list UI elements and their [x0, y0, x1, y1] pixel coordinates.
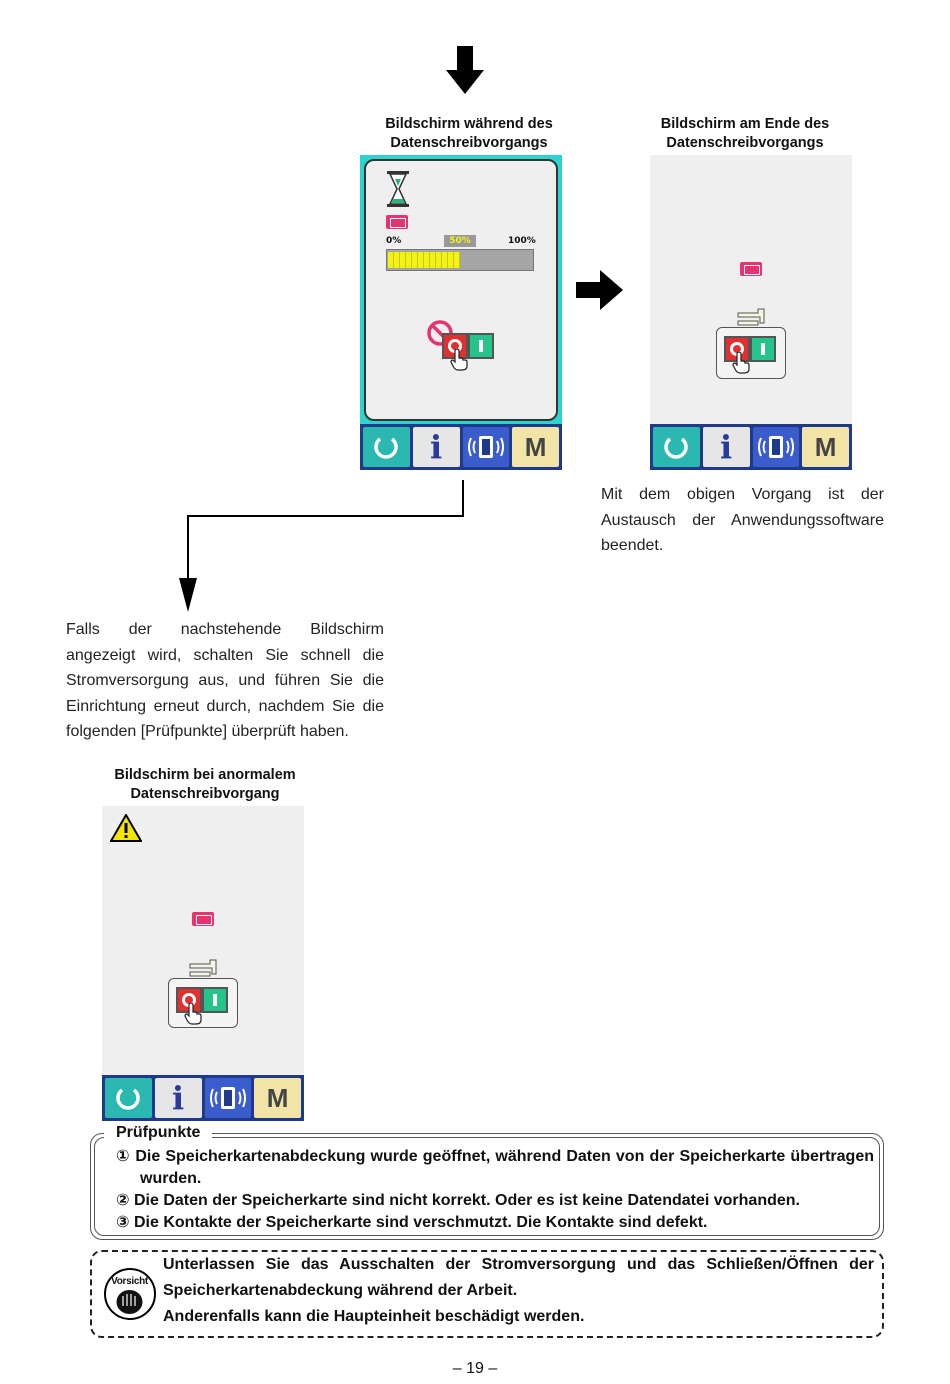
caution-text-1: Unterlassen Sie das Ausschalten der Stro… [163, 1256, 874, 1299]
caption-writing-screen: Bildschirm während des Datenschreibvorga… [385, 116, 553, 151]
checkpoint-item-2: ② Die Daten der Speicherkarte sind nicht… [116, 1192, 800, 1209]
caution-box [90, 1250, 884, 1338]
navbar: i M [360, 424, 562, 470]
reset-icon [664, 437, 689, 459]
checkpoint-item-3: ③ Die Kontakte der Speicherkarte sind ve… [116, 1214, 708, 1231]
caption-end-screen: Bildschirm am Ende des Datenschreibvorga… [660, 116, 830, 151]
end-note: Mit dem obigen Vorgang ist der Austausch… [601, 486, 884, 554]
stop-button-icon [442, 333, 468, 359]
checkpoint-item-1: ① Die Speicherkartenabdeckung wurde geöf… [116, 1148, 874, 1187]
hand-pointer-icon [450, 349, 468, 371]
caution-badge-label: Vorsicht [111, 1276, 148, 1287]
reset-icon [374, 437, 399, 459]
mode-icon: M [266, 1082, 289, 1113]
connector-arrow-icon [179, 480, 464, 612]
progress-fill [388, 252, 460, 268]
reset-button[interactable] [653, 427, 700, 467]
memory-card-icon [386, 215, 408, 229]
start-button-icon [202, 987, 228, 1013]
writing-screen: 0% 50% 100% i M [360, 155, 562, 470]
progress-bar [386, 249, 534, 271]
warning-icon [110, 814, 142, 842]
communication-button[interactable] [204, 1078, 252, 1118]
communication-icon [757, 436, 794, 458]
info-icon: i [172, 1079, 185, 1117]
end-screen: i M [650, 155, 852, 470]
abnormal-screen: i M [102, 806, 304, 1121]
checkpoints-title: Prüfpunkte [104, 1124, 213, 1142]
caution-text-2: Anderenfalls kann die Haupteinheit besch… [163, 1308, 585, 1325]
progress-label-max: 100% [508, 236, 536, 246]
hand-pointer-icon [732, 352, 750, 374]
machine-icon [737, 308, 765, 326]
communication-button[interactable] [462, 427, 510, 467]
info-button[interactable]: i [412, 427, 460, 467]
abnormal-note: Falls der nachstehende Bildschirm angeze… [66, 621, 384, 740]
hourglass-icon [387, 171, 409, 207]
start-button-icon [468, 333, 494, 359]
mode-button[interactable]: M [512, 427, 559, 467]
mode-icon: M [814, 431, 837, 462]
progress-label-mid: 50% [444, 235, 476, 247]
checkpoints-box [90, 1133, 884, 1240]
mode-icon: M [524, 431, 547, 462]
memory-card-icon [740, 262, 762, 276]
hand-pointer-icon [184, 1003, 202, 1025]
caution-badge: Vorsicht [104, 1268, 156, 1320]
communication-button[interactable] [752, 427, 800, 467]
info-button[interactable]: i [154, 1078, 202, 1118]
right-arrow-icon [576, 270, 623, 310]
writing-screen-content: 0% 50% 100% [364, 159, 558, 421]
reset-button[interactable] [105, 1078, 152, 1118]
navbar: i M [102, 1075, 304, 1121]
info-icon: i [430, 428, 443, 466]
page-number: – 19 – [452, 1360, 498, 1377]
down-arrow-icon [446, 46, 484, 94]
navbar: i M [650, 424, 852, 470]
start-button-icon [750, 336, 776, 362]
machine-icon [189, 959, 217, 977]
caption-abnormal-screen: Bildschirm bei anormalem Datenschreibvor… [114, 767, 296, 802]
reset-button[interactable] [363, 427, 410, 467]
communication-icon [209, 1087, 246, 1109]
mode-button[interactable]: M [254, 1078, 301, 1118]
communication-icon [467, 436, 504, 458]
hand-stop-icon [116, 1290, 143, 1314]
mode-button[interactable]: M [802, 427, 849, 467]
info-button[interactable]: i [702, 427, 750, 467]
info-icon: i [720, 428, 733, 466]
reset-icon [116, 1088, 141, 1110]
progress-label-min: 0% [386, 236, 402, 246]
memory-card-icon [192, 912, 214, 926]
